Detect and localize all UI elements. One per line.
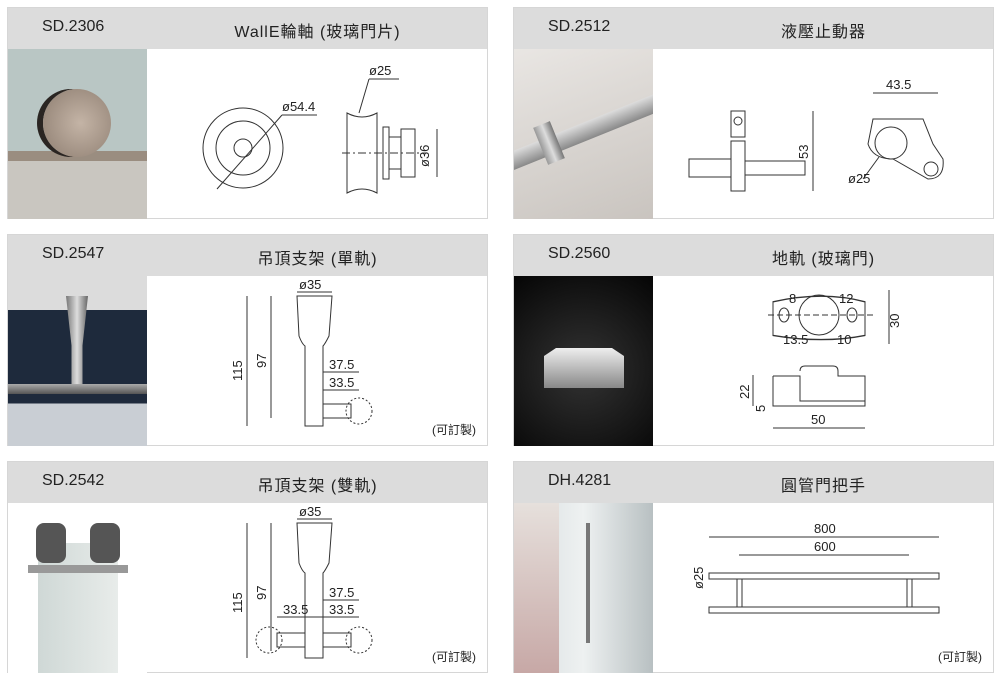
product-photo <box>514 503 653 673</box>
dim-label: ø35 <box>299 277 321 292</box>
technical-drawing: ø54.4 ø25 ø36 <box>147 49 488 219</box>
dim-label: 600 <box>814 539 836 554</box>
product-photo <box>514 276 653 446</box>
product-title: WallE輪軸 (玻璃門片) <box>234 24 401 41</box>
dim-label: 50 <box>811 412 825 427</box>
dim-label: ø35 <box>299 504 321 519</box>
product-code: SD.2306 <box>42 18 105 35</box>
dim-label: 13.5 <box>783 332 808 347</box>
dim-label: 5 <box>753 405 768 412</box>
dim-label: 37.5 <box>329 357 354 372</box>
dim-label: 10 <box>837 332 851 347</box>
dim-label: 33.5 <box>329 375 354 390</box>
card-header: SD.2542 吊頂支架 (雙軌) <box>8 462 487 503</box>
product-code: SD.2542 <box>42 472 105 489</box>
product-code: SD.2512 <box>548 18 611 35</box>
customizable-note: (可訂製) <box>432 423 476 437</box>
product-code: SD.2560 <box>548 245 611 262</box>
technical-drawing: 53 43.5 ø25 <box>653 49 994 219</box>
technical-drawing: 8 12 13.5 10 30 22 5 50 <box>653 276 994 446</box>
product-photo <box>8 503 147 673</box>
product-card-sd2306: SD.2306 WallE輪軸 (玻璃門片) ø54.4 ø25 ø36 <box>7 7 488 219</box>
dim-label: 115 <box>230 360 245 381</box>
product-code: DH.4281 <box>548 472 612 489</box>
product-photo <box>8 276 147 446</box>
product-title: 液壓止動器 <box>780 24 866 41</box>
dim-label: 8 <box>789 291 796 306</box>
dim-label: ø25 <box>369 63 391 78</box>
customizable-note: (可訂製) <box>938 650 982 664</box>
product-card-sd2512: SD.2512 液壓止動器 53 43.5 ø25 <box>513 7 994 219</box>
dim-label: 115 <box>230 592 245 613</box>
dim-label: 800 <box>814 521 836 536</box>
dim-label: ø54.4 <box>282 99 315 114</box>
technical-drawing: 800 600 ø25 (可訂製) <box>653 503 994 673</box>
dim-label: 97 <box>254 586 269 600</box>
technical-drawing: ø35 115 97 37.5 33.5 33.5 (可訂製) <box>147 503 488 673</box>
product-photo <box>8 49 147 219</box>
customizable-note: (可訂製) <box>432 650 476 664</box>
card-header: SD.2560 地軌 (玻璃門) <box>514 235 993 276</box>
card-header: SD.2512 液壓止動器 <box>514 8 993 49</box>
dim-label: 43.5 <box>886 77 911 92</box>
dim-label: 97 <box>254 354 269 368</box>
dim-label: 12 <box>839 291 853 306</box>
technical-drawing: ø35 115 97 37.5 33.5 (可訂製) <box>147 276 488 446</box>
dim-label: ø25 <box>848 171 870 186</box>
product-card-sd2560: SD.2560 地軌 (玻璃門) 8 12 13.5 10 30 22 5 50 <box>513 234 994 446</box>
dim-label: 30 <box>887 314 902 328</box>
dim-label: 22 <box>737 385 752 399</box>
product-title: 吊頂支架 (雙軌) <box>257 478 378 495</box>
product-title: 吊頂支架 (單軌) <box>257 251 378 268</box>
dim-label: 33.5 <box>329 602 354 617</box>
product-title: 地軌 (玻璃門) <box>771 251 876 268</box>
product-title: 圓管門把手 <box>780 478 866 495</box>
dim-label: 53 <box>796 145 811 159</box>
product-card-dh4281: DH.4281 圓管門把手 800 600 ø25 (可訂製) <box>513 461 994 673</box>
card-header: SD.2547 吊頂支架 (單軌) <box>8 235 487 276</box>
dim-label: 33.5 <box>283 602 308 617</box>
product-code: SD.2547 <box>42 245 105 262</box>
card-header: SD.2306 WallE輪軸 (玻璃門片) <box>8 8 487 49</box>
product-card-sd2547: SD.2547 吊頂支架 (單軌) ø35 115 97 37.5 33.5 (… <box>7 234 488 446</box>
dim-label: 37.5 <box>329 585 354 600</box>
product-photo <box>514 49 653 219</box>
dim-label: ø36 <box>417 145 432 167</box>
dim-label: ø25 <box>691 567 706 589</box>
card-header: DH.4281 圓管門把手 <box>514 462 993 503</box>
product-card-sd2542: SD.2542 吊頂支架 (雙軌) ø35 115 97 37.5 33.5 3… <box>7 461 488 673</box>
